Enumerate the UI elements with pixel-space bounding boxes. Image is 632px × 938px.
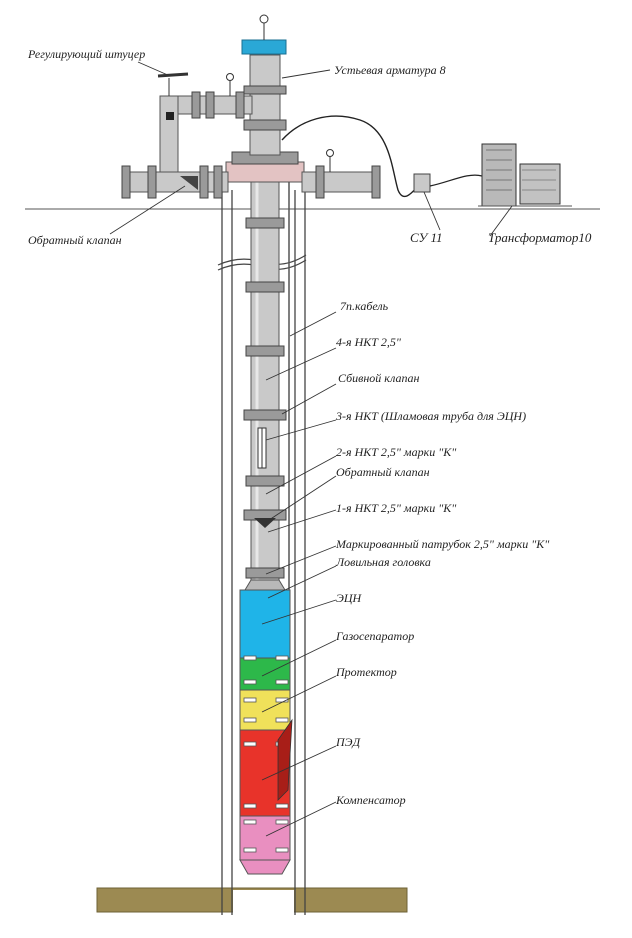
tubing-string xyxy=(243,179,287,591)
transformer-box xyxy=(481,143,517,207)
wellhead xyxy=(121,14,421,199)
label-cable: 7п.кабель xyxy=(340,299,389,313)
label-pump: ЭЦН xyxy=(336,591,363,605)
leader-lines xyxy=(109,61,513,837)
surface-equipment xyxy=(413,143,572,207)
label-motor: ПЭД xyxy=(335,735,362,749)
label-marked-pipe: Маркированный патрубок 2,5" марки "К" xyxy=(335,537,550,551)
label-control-station: СУ 11 xyxy=(410,230,443,245)
label-tubing-4: 4-я НКТ 2,5" xyxy=(336,335,402,349)
label-transformer: Трансформатор10 xyxy=(488,230,592,245)
label-tubing-2: 2-я НКТ 2,5" марки "К" xyxy=(336,445,457,459)
label-compensator: Компенсатор xyxy=(335,793,406,807)
control-station-box xyxy=(413,173,431,193)
label-check-valve-top: Обратный клапан xyxy=(28,233,122,247)
transformer-box-2 xyxy=(519,163,561,205)
label-gas-separator: Газосепаратор xyxy=(335,629,414,643)
label-protector: Протектор xyxy=(335,665,397,679)
gas-separator-section xyxy=(239,657,291,691)
labels: Регулирующий штуцер Устьевая арматура 8 … xyxy=(27,47,592,807)
protector-section xyxy=(239,689,291,731)
label-regulating-fitting: Регулирующий штуцер xyxy=(27,47,145,61)
label-wellhead-fitting: Устьевая арматура 8 xyxy=(334,63,446,77)
label-fishing-head: Ловильная головка xyxy=(335,555,431,569)
esp-assembly xyxy=(239,589,293,875)
label-tubing-3: 3-я НКТ (Шламовая труба для ЭЦН) xyxy=(335,409,526,423)
pump-section xyxy=(239,589,291,659)
label-check-valve: Обратный клапан xyxy=(336,465,430,479)
label-drain-valve: Сбивной клапан xyxy=(338,371,420,385)
label-tubing-1: 1-я НКТ 2,5" марки "К" xyxy=(336,501,457,515)
